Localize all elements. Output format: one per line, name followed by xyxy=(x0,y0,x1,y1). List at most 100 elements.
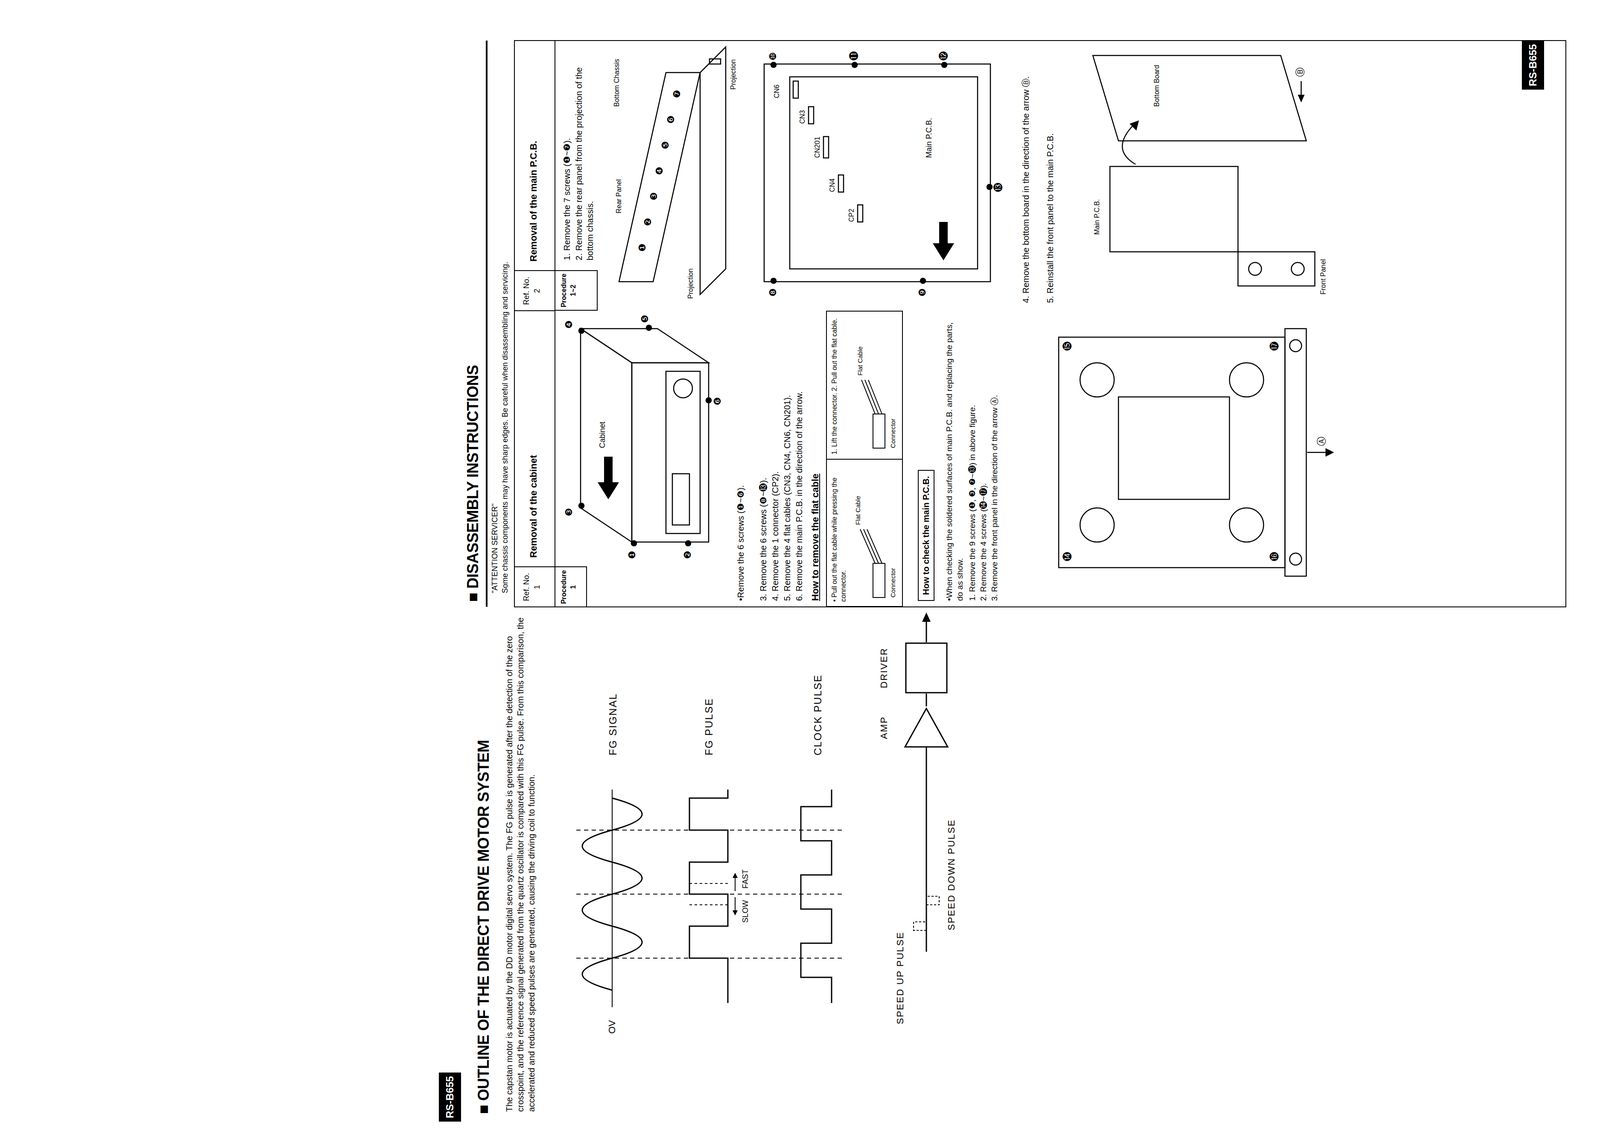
cabinet-illustration xyxy=(706,397,712,403)
callout-number: Ⓐ xyxy=(1316,436,1327,447)
main-pcb-illustration xyxy=(764,62,993,284)
main-pcb-illustration xyxy=(857,204,863,222)
signal-label: FG PULSE xyxy=(702,697,716,756)
procedure-cell: Procedure1~2 xyxy=(554,270,598,311)
main-pcb-illustration xyxy=(941,62,947,68)
cabinet-illustration xyxy=(580,328,632,543)
driver-box: DRIVER xyxy=(875,642,950,694)
callout-number: ❹ xyxy=(654,166,665,176)
connector-label: CN201 xyxy=(813,136,823,158)
callout-number: ❸ xyxy=(564,508,574,517)
step-text: 3. Remove the front panel in the directi… xyxy=(989,315,1001,602)
chassis-check-illustration xyxy=(1080,362,1115,398)
amplifier-symbol xyxy=(905,708,948,748)
waveform-diagram xyxy=(576,612,940,1008)
bottom-board-illustration xyxy=(1237,251,1315,287)
step-text: 4. Remove the 1 connector (CP2). xyxy=(769,471,781,602)
note-text: Some chassis components may have sharp e… xyxy=(500,262,511,594)
callout-number: ❸ xyxy=(649,192,659,201)
table-frame xyxy=(486,40,1566,608)
chassis-check-illustration xyxy=(1307,452,1327,454)
callout-number: ❷ xyxy=(683,550,693,560)
note-text: "ATTENTION SERVICER" xyxy=(490,503,500,594)
flat-cable-illustration xyxy=(872,563,885,598)
flat-cable-illustration xyxy=(860,529,882,564)
callout-number: ❿ xyxy=(768,52,778,61)
bottom-board-illustration xyxy=(1297,94,1305,103)
main-pcb-illustration xyxy=(764,64,991,282)
chassis-check-illustration xyxy=(1289,339,1302,352)
callout-number: ❽ xyxy=(768,288,778,297)
part-label: Main P.C.B. xyxy=(924,117,935,158)
cabinet-illustration xyxy=(578,325,712,546)
table-header-cell: Removal of the cabinet xyxy=(514,310,555,567)
part-label: Connector xyxy=(888,418,898,449)
signal-label: SPEED UP PULSE xyxy=(894,931,907,1025)
cabinet-illustration xyxy=(665,371,701,534)
cabinet-illustration xyxy=(580,328,709,363)
step-text: 5. Reinstall the front panel to the main… xyxy=(1044,46,1056,304)
axis-label: OV xyxy=(606,1020,619,1034)
waveform-diagram xyxy=(925,747,928,952)
chassis-check-illustration xyxy=(1229,362,1264,398)
bottom-board-illustration xyxy=(1129,120,1139,131)
step-text: 2. Remove the rear panel from the projec… xyxy=(573,46,596,261)
callout-number: ⓬ xyxy=(939,51,949,61)
callout-number: ❾ xyxy=(917,288,928,297)
callout-number: ⓯ xyxy=(1062,341,1073,351)
waveform-diagram xyxy=(913,896,940,931)
amplifier-triangle: AMP xyxy=(875,706,950,750)
node-text: Procedure xyxy=(559,271,569,310)
chassis-check-illustration xyxy=(1058,328,1335,577)
boxed-heading: How to check the main P.C.B. xyxy=(917,470,935,602)
node-text: Removal of the main P.C.B. xyxy=(528,49,540,262)
table-frame xyxy=(514,310,555,312)
node-text: RS-B655 xyxy=(1527,43,1539,87)
signal-label: FG SIGNAL xyxy=(606,693,620,756)
callout-number: ❶ xyxy=(627,550,637,560)
rear-panel-illustration xyxy=(618,46,726,295)
connector-label: CN6 xyxy=(772,84,782,99)
part-label: Cabinet xyxy=(597,421,608,449)
step-text: 1. Remove the 9 screws (❶, ❸, ❼~⓭) in ab… xyxy=(967,405,979,602)
node-text: 1 xyxy=(531,567,543,608)
step-text: 2. Remove the 4 screws (⓮~⓱). xyxy=(978,483,990,602)
step-text: 3. Remove the 6 screws (❽~⓭). xyxy=(757,477,769,602)
ref-number-cell: Ref. No.2 xyxy=(514,270,555,311)
rear-panel-illustration xyxy=(709,58,721,65)
step-text: •When checking the soldered surfaces of … xyxy=(944,315,966,602)
flat-cable-illustration xyxy=(860,379,885,598)
chassis-check-illustration xyxy=(1325,448,1335,457)
table-frame xyxy=(554,40,556,608)
node-text: How to remove the flat cable xyxy=(809,473,821,602)
callout-number: ⓱ xyxy=(1270,341,1280,351)
signal-label: SPEED DOWN PULSE xyxy=(945,819,958,931)
main-pcb-illustration xyxy=(770,62,777,68)
signal-label: FAST xyxy=(740,869,751,889)
waveform-diagram xyxy=(689,883,728,906)
waveform-diagram xyxy=(925,621,928,643)
main-pcb-illustration xyxy=(808,106,814,124)
cabinet-illustration xyxy=(646,325,652,331)
cabinet-illustration xyxy=(672,473,690,526)
procedure-cell: Procedure1 xyxy=(554,566,587,608)
rear-panel-illustration xyxy=(700,46,726,295)
node-text: DRIVER xyxy=(878,642,890,694)
callout-number: ❺ xyxy=(660,140,671,150)
main-pcb-illustration xyxy=(838,175,844,193)
part-label: Bottom Chassis xyxy=(612,58,622,107)
part-label: Connector xyxy=(888,568,898,598)
bottom-board-illustration xyxy=(1300,81,1303,97)
node-text: 1. Lift the connector. 2. Pull out the f… xyxy=(830,315,840,455)
connector-label: CN3 xyxy=(798,110,808,124)
signal-label: CLOCK PULSE xyxy=(811,674,825,756)
table-frame xyxy=(485,40,488,608)
main-pcb-illustration xyxy=(932,221,955,261)
cabinet-illustration xyxy=(631,362,709,543)
callout-number: ❺ xyxy=(640,314,650,324)
cabinet-illustration xyxy=(631,540,637,546)
flat-cable-illustration xyxy=(872,414,885,449)
node-text: Ref. No. xyxy=(521,271,532,311)
main-pcb-illustration xyxy=(920,278,926,284)
main-pcb-illustration xyxy=(770,278,777,284)
